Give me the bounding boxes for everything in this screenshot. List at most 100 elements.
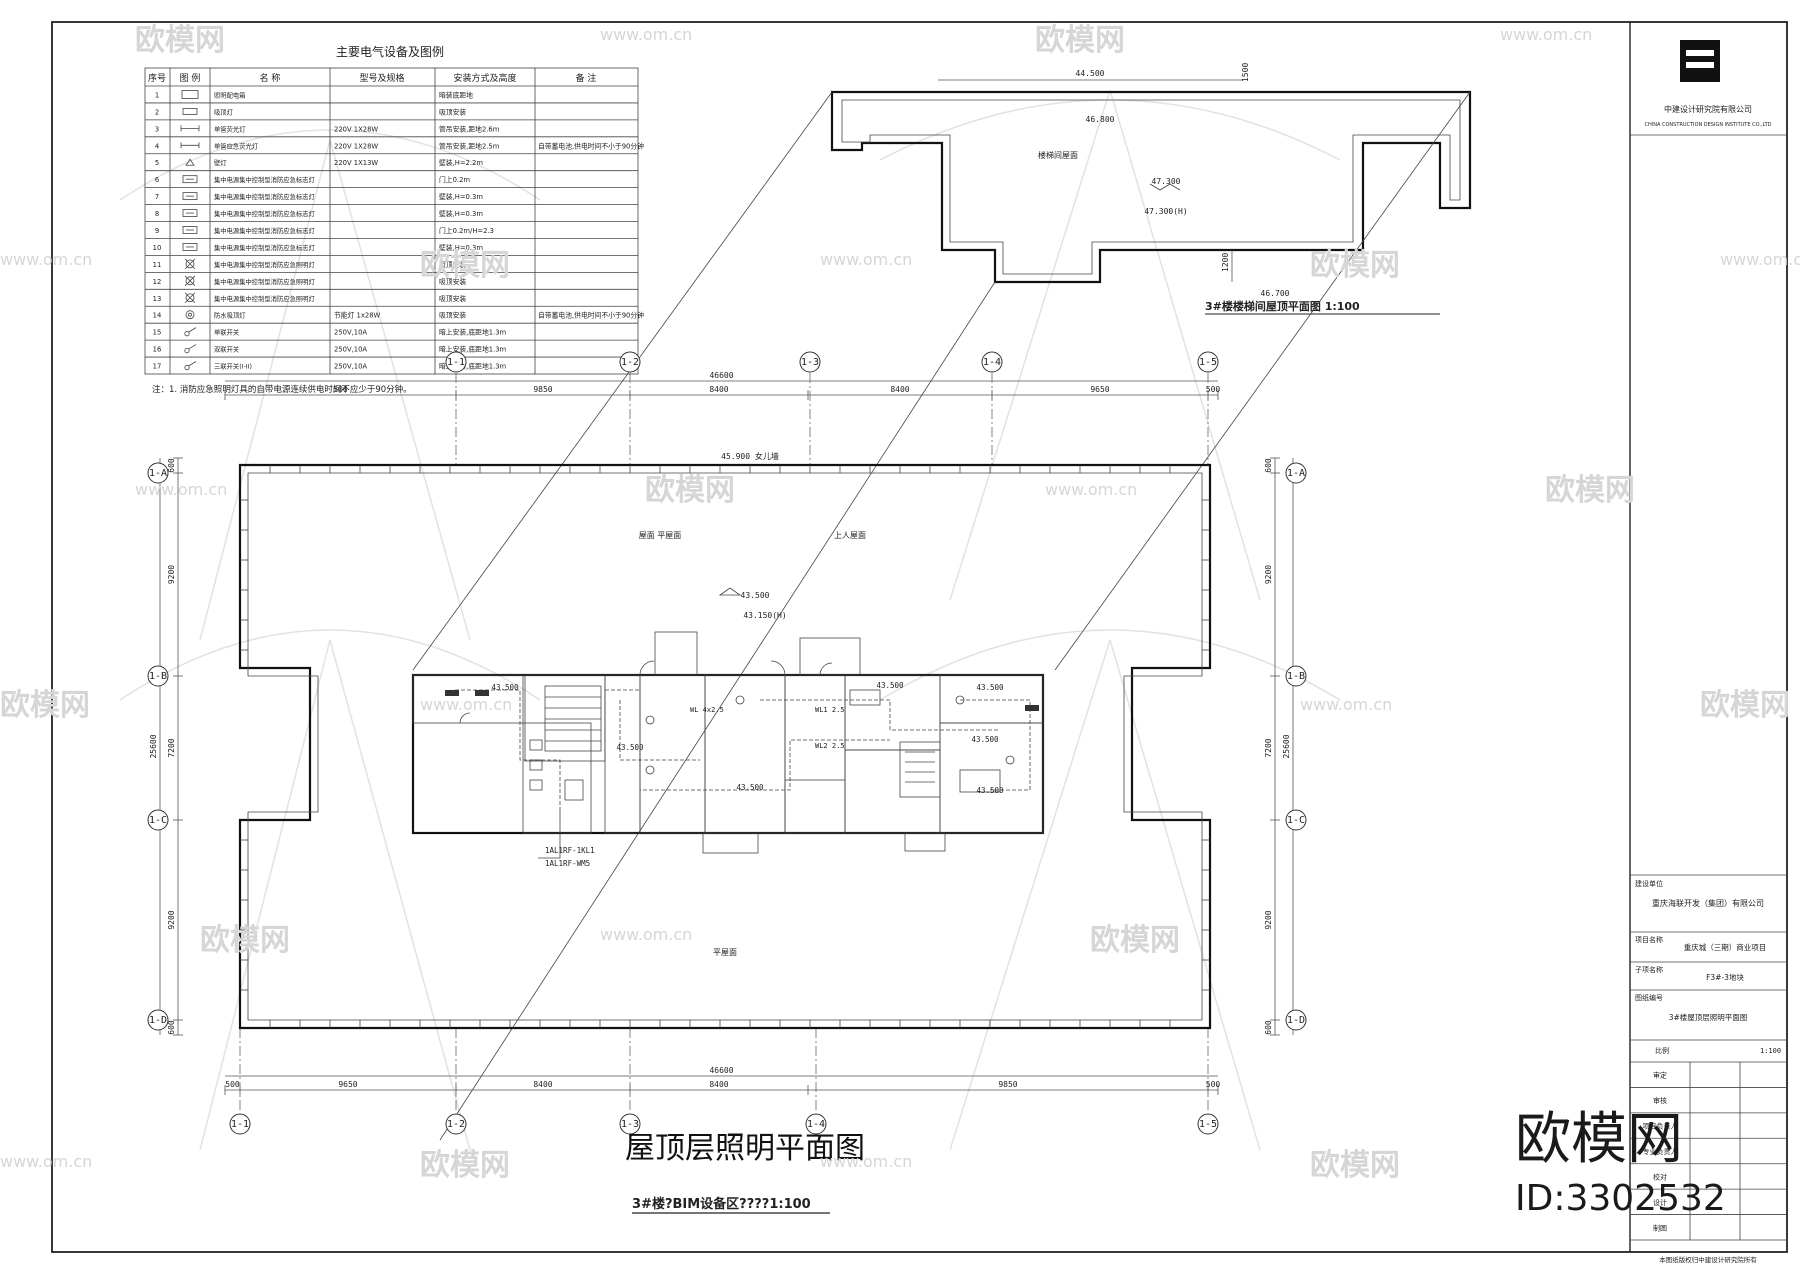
watermark-url: www.om.cn xyxy=(0,250,92,269)
light-fixtures xyxy=(445,587,1039,775)
grid-bubble-right: 1-A xyxy=(1285,462,1307,484)
legend-row-mount: 壁装,H=0.3m xyxy=(439,209,483,218)
legend-row-name: 单联开关 xyxy=(214,328,240,337)
legend-row-no: 3 xyxy=(155,125,159,133)
legend-row-no: 10 xyxy=(153,244,162,252)
subproject-name: F3#-3地块 xyxy=(1706,972,1744,982)
legend-row-spec: 250V,10A xyxy=(334,346,367,354)
legend-symbol-icon xyxy=(184,344,197,354)
grid-bubble-bottom: 1-5 xyxy=(1197,1113,1219,1135)
legend-symbol-icon xyxy=(185,310,195,320)
watermark-brand: 欧模网 xyxy=(1310,248,1400,283)
legend-row-name: 照明配电箱 xyxy=(214,90,245,99)
panel-box-a: 1AL1RF-1KL1 xyxy=(545,846,595,855)
elevation-5: 43.500 xyxy=(736,783,764,792)
project-label: 项目名称 xyxy=(1635,935,1663,944)
roof-plan-elev-a: 46.800 xyxy=(1086,115,1115,124)
dimension-total: 25600 xyxy=(149,734,158,758)
dimension-label: 9200 xyxy=(1264,910,1273,929)
legend-row-name: 单管荧光灯 xyxy=(214,124,246,133)
stairwell-roof-plan: 44.500 46.800 楼梯间屋面 47.300 47.300(H) 46.… xyxy=(830,63,1472,315)
legend-row-no: 12 xyxy=(153,278,162,286)
grid-axis-label: 1-4 xyxy=(983,357,1001,368)
elevation-9: 43.500 xyxy=(976,786,1004,795)
legend-row-no: 11 xyxy=(153,261,162,269)
grid-axis-label: 1-B xyxy=(1287,671,1305,682)
dimension-total: 46600 xyxy=(709,371,733,380)
legend-row-mount: 壁装,H=0.3m xyxy=(439,243,483,252)
grid-bubble-top: 1-3 xyxy=(799,351,821,373)
legend-row-name: 集中电源集中控制型消防应急标志灯 xyxy=(214,175,315,184)
watermark-url: www.om.cn xyxy=(820,250,912,269)
legend-symbol-icon xyxy=(182,209,198,217)
dimension-label: 500 xyxy=(1206,385,1221,394)
legend-symbol-icon xyxy=(184,258,196,270)
watermark-url: www.om.cn xyxy=(1500,25,1592,44)
ceiling-light-icon xyxy=(645,765,655,775)
legend-symbol-icon xyxy=(182,108,198,115)
grid-axis-label: 1-D xyxy=(1287,1015,1305,1026)
dimension-label: 500 xyxy=(333,385,348,394)
grid-bubble-right: 1-B xyxy=(1285,665,1307,687)
legend-row-mount: 门上0.2m xyxy=(439,175,470,184)
legend-row-mount: 吸顶安装 xyxy=(439,107,466,116)
legend-row-no: 5 xyxy=(155,159,159,167)
legend-row-name: 集中电源集中控制型消防应急标志灯 xyxy=(214,243,315,252)
scale-label: 比例 xyxy=(1655,1046,1669,1055)
dimension-total: 46600 xyxy=(709,1066,733,1075)
company-logo-icon xyxy=(1680,40,1720,82)
room-label-lower: 平屋面 xyxy=(713,948,737,957)
drawing-title: 屋顶层照明平面图 3#楼?BIM设备区????1:100 xyxy=(625,1131,865,1214)
circuit-2: WL2 2.5 xyxy=(815,742,845,750)
roof-plan-dim-side2: 1200 xyxy=(1221,253,1230,272)
roof-plan-caption: 3#楼楼梯间屋顶平面图 1:100 xyxy=(1205,299,1360,313)
watermark-brand: 欧模网 xyxy=(0,688,90,723)
circuit-1: WL1 2.5 xyxy=(815,706,845,714)
legend-row: 10 集中电源集中控制型消防应急标志灯 壁装,H=0.3m xyxy=(145,238,638,252)
watermark-url: www.om.cn xyxy=(0,1152,92,1171)
central-core xyxy=(411,631,1045,859)
legend-row-no: 7 xyxy=(155,193,159,201)
roof-label-b: 上人屋面 xyxy=(834,531,866,540)
legend-row-mount: 吸顶安装 xyxy=(439,260,466,269)
title-block-footer: 本图纸版权归中建设计研究院所有 xyxy=(1659,1255,1757,1264)
legend-row-note: 自带蓄电池,供电时间不小于90分钟 xyxy=(538,311,644,320)
watermark-brand: 欧模网 xyxy=(1090,923,1180,958)
grid-axis-label: 1-1 xyxy=(231,1119,249,1130)
legend-row-name: 集中电源集中控制型消防应急照明灯 xyxy=(214,260,315,269)
dimension-label: 8400 xyxy=(709,1080,728,1089)
legend-row-mount: 吸顶安装 xyxy=(439,311,466,320)
subproject-label: 子项名称 xyxy=(1635,965,1663,974)
grid-bubble-bottom: 1-3 xyxy=(619,1113,641,1135)
dimension-label: 9850 xyxy=(533,385,552,394)
elevation-3: 43.500 xyxy=(491,683,519,692)
legend-header-no: 序号 xyxy=(148,72,166,84)
legend-row-name: 三联开关(I-II) xyxy=(214,362,252,371)
grid-axis-label: 1-A xyxy=(149,468,167,479)
watermark-url: www.om.cn xyxy=(420,695,512,714)
dimension-label: 8400 xyxy=(890,385,909,394)
dimension-label: 500 xyxy=(225,1080,240,1089)
legend-row-no: 6 xyxy=(155,176,159,184)
watermark-brand: 欧模网 xyxy=(200,923,290,958)
legend-row-no: 1 xyxy=(155,91,159,99)
title-block-row-key: 制图 xyxy=(1653,1223,1667,1232)
roof-plan-dim-side: 1500 xyxy=(1241,63,1250,82)
dimension-label: 7200 xyxy=(167,738,176,757)
ceiling-light-icon xyxy=(1005,755,1015,765)
watermark-big: 欧模网 xyxy=(1515,1107,1683,1172)
dimension-label: 500 xyxy=(1206,1080,1221,1089)
grid-bubble-top: 1-2 xyxy=(619,351,641,373)
watermark-brand: 欧模网 xyxy=(1700,688,1790,723)
title-block-row-key: 审核 xyxy=(1653,1096,1667,1105)
legend-row-mount: 吸顶安装 xyxy=(439,277,466,286)
legend-symbol-icon xyxy=(181,90,199,99)
dimension-total: 25600 xyxy=(1282,734,1291,758)
